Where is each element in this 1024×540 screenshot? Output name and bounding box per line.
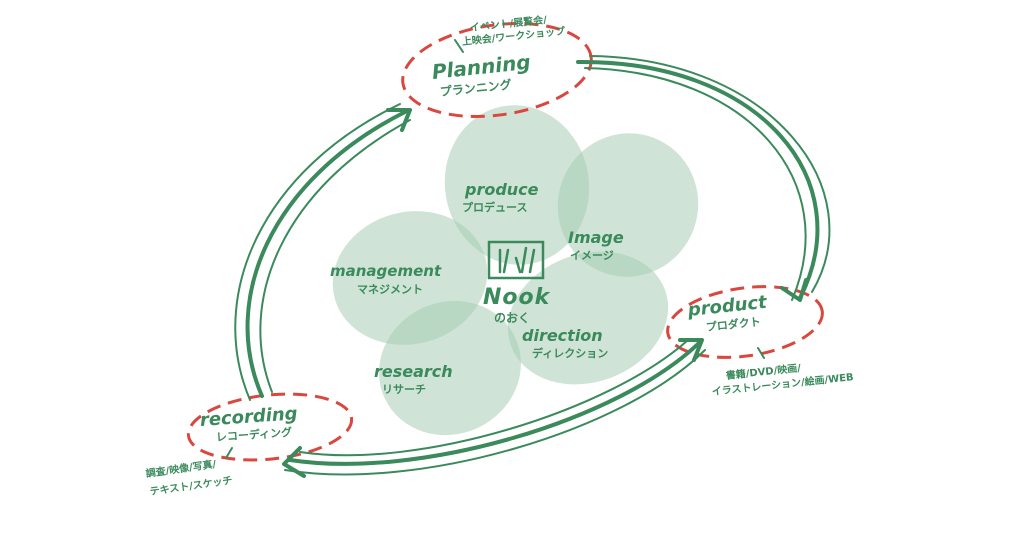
- petal-research: [379, 300, 521, 436]
- petal-label-image-jp: イメージ: [570, 249, 614, 262]
- nook-logo-mark: [487, 240, 545, 280]
- arrow-planning-to-product: [576, 59, 820, 300]
- arrowhead-group: [282, 108, 808, 478]
- petal-label-management-jp: マネジメント: [357, 283, 423, 296]
- petal-label-produce-jp: プロデュース: [462, 201, 528, 214]
- petal-label-direction-en: direction: [522, 326, 603, 345]
- petal-group: [332, 105, 699, 436]
- petal-label-direction-jp: ディレクション: [532, 347, 609, 360]
- arrowhead-product-in: [678, 338, 704, 362]
- bubble-recording: [186, 392, 354, 462]
- note-ticks: [225, 39, 765, 459]
- center-title-en: Nook: [483, 285, 551, 310]
- petal-label-research-jp: リサーチ: [382, 383, 426, 396]
- petal-direction: [507, 251, 669, 385]
- center-title-jp: のおく: [494, 311, 531, 325]
- petal-label-produce-en: produce: [465, 180, 539, 199]
- petal-produce: [444, 105, 590, 265]
- petal-image: [557, 133, 699, 277]
- arrowhead-recording: [282, 446, 306, 478]
- petal-label-image-en: Image: [568, 228, 624, 247]
- petal-label-research-en: research: [374, 362, 453, 381]
- arrow-product-to-recording: [288, 340, 702, 466]
- petal-label-management-en: management: [330, 262, 442, 280]
- arrowhead-planning: [386, 108, 412, 132]
- arrow-group: [234, 55, 831, 476]
- arrowhead-product: [780, 278, 808, 302]
- arrow-recording-to-planning: [245, 110, 407, 398]
- bubble-product: [666, 285, 824, 359]
